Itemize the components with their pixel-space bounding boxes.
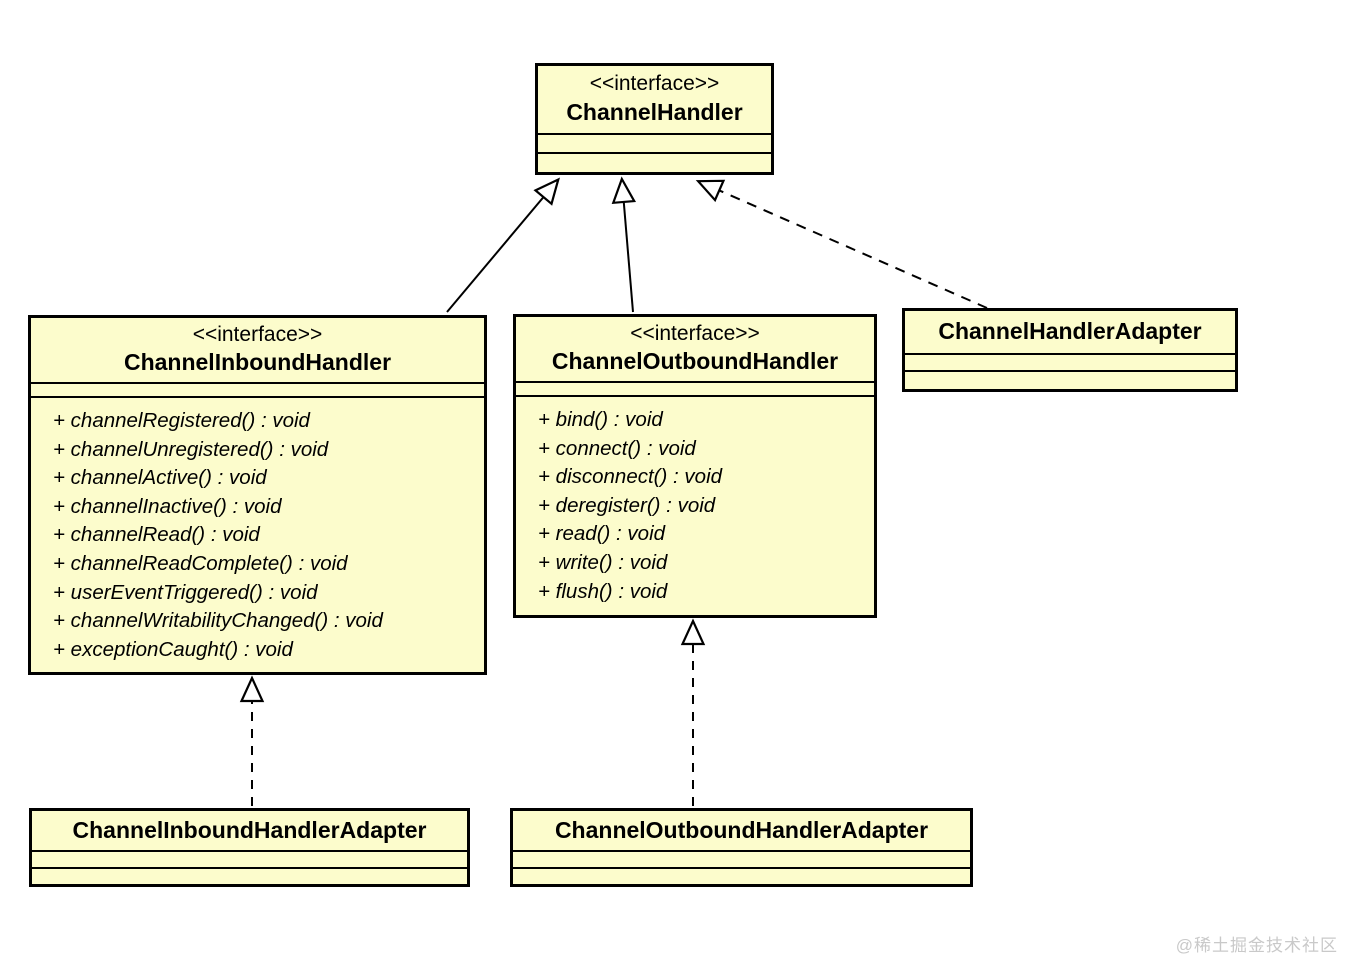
class-title: ChannelOutboundHandlerAdapter (513, 811, 970, 850)
method-item: + channelUnregistered() : void (53, 437, 329, 461)
class-box-channelinboundhandleradapter: ChannelInboundHandlerAdapter (29, 808, 470, 887)
class-title: ChannelInboundHandlerAdapter (32, 811, 467, 850)
method-item: + channelActive() : void (53, 466, 267, 490)
watermark: @稀土掘金技术社区 (1175, 936, 1338, 955)
method-item: + channelRegistered() : void (53, 409, 310, 432)
methods-compartment (32, 867, 467, 884)
class-title: ChannelHandlerAdapter (905, 311, 1235, 353)
method-item: + exceptionCaught() : void (53, 637, 293, 661)
fields-compartment (31, 382, 484, 396)
method-item: + bind() : void (538, 408, 663, 431)
method-item: + userEventTriggered() : void (53, 580, 318, 604)
generalization-arrow-outbound-to-channelhandler (611, 176, 637, 313)
methods-compartment: + channelRegistered() : void + channelUn… (31, 396, 484, 672)
fields-compartment (905, 353, 1235, 370)
class-name-label: ChannelHandler (566, 98, 743, 125)
stereotype-label: <<interface>> (589, 72, 720, 96)
stereotype-label: <<interface>> (630, 321, 760, 345)
fields-compartment (516, 381, 874, 395)
method-item: + channelWritabilityChanged() : void (53, 609, 383, 633)
fields-compartment (538, 133, 771, 152)
methods-compartment (513, 867, 970, 884)
class-box-channelinboundhandler: <<interface>> ChannelInboundHandler + ch… (28, 315, 487, 675)
generalization-arrow-inbound-to-channelhandler (446, 177, 560, 313)
realization-arrow-adapter-to-channelhandler (695, 179, 988, 309)
method-item: + flush() : void (538, 579, 668, 603)
class-title: <<interface>> ChannelOutboundHandler (516, 317, 874, 381)
class-box-channeloutboundhandleradapter: ChannelOutboundHandlerAdapter (510, 808, 973, 887)
class-box-channelhandler: <<interface>> ChannelHandler (535, 63, 774, 175)
class-box-channeloutboundhandler: <<interface>> ChannelOutboundHandler + b… (513, 314, 877, 618)
method-item: + write() : void (538, 550, 668, 574)
class-name-label: ChannelInboundHandlerAdapter (72, 816, 427, 843)
class-title: <<interface>> ChannelHandler (538, 66, 771, 133)
method-item: + disconnect() : void (538, 465, 723, 489)
class-box-channelhandleradapter: ChannelHandlerAdapter (902, 308, 1238, 392)
methods-compartment (905, 370, 1235, 389)
class-name-label: ChannelOutboundHandler (551, 348, 839, 375)
fields-compartment (32, 850, 467, 867)
method-item: + read() : void (538, 522, 666, 546)
method-item: + channelRead() : void (53, 523, 260, 547)
fields-compartment (513, 850, 970, 867)
method-item: + channelReadComplete() : void (53, 551, 348, 575)
method-list: + channelRegistered() : void + channelUn… (31, 398, 484, 664)
method-item: + deregister() : void (538, 493, 716, 517)
class-name-label: ChannelOutboundHandlerAdapter (554, 816, 929, 843)
method-list: + bind() : void + connect() : void + dis… (516, 397, 874, 606)
method-item: + connect() : void (538, 436, 696, 460)
class-title: <<interface>> ChannelInboundHandler (31, 318, 484, 382)
methods-compartment (538, 152, 771, 172)
methods-compartment: + bind() : void + connect() : void + dis… (516, 395, 874, 615)
class-name-label: ChannelHandlerAdapter (938, 318, 1202, 345)
stereotype-label: <<interface>> (192, 322, 323, 346)
class-name-label: ChannelInboundHandler (123, 349, 392, 376)
method-item: + channelInactive() : void (53, 494, 282, 518)
